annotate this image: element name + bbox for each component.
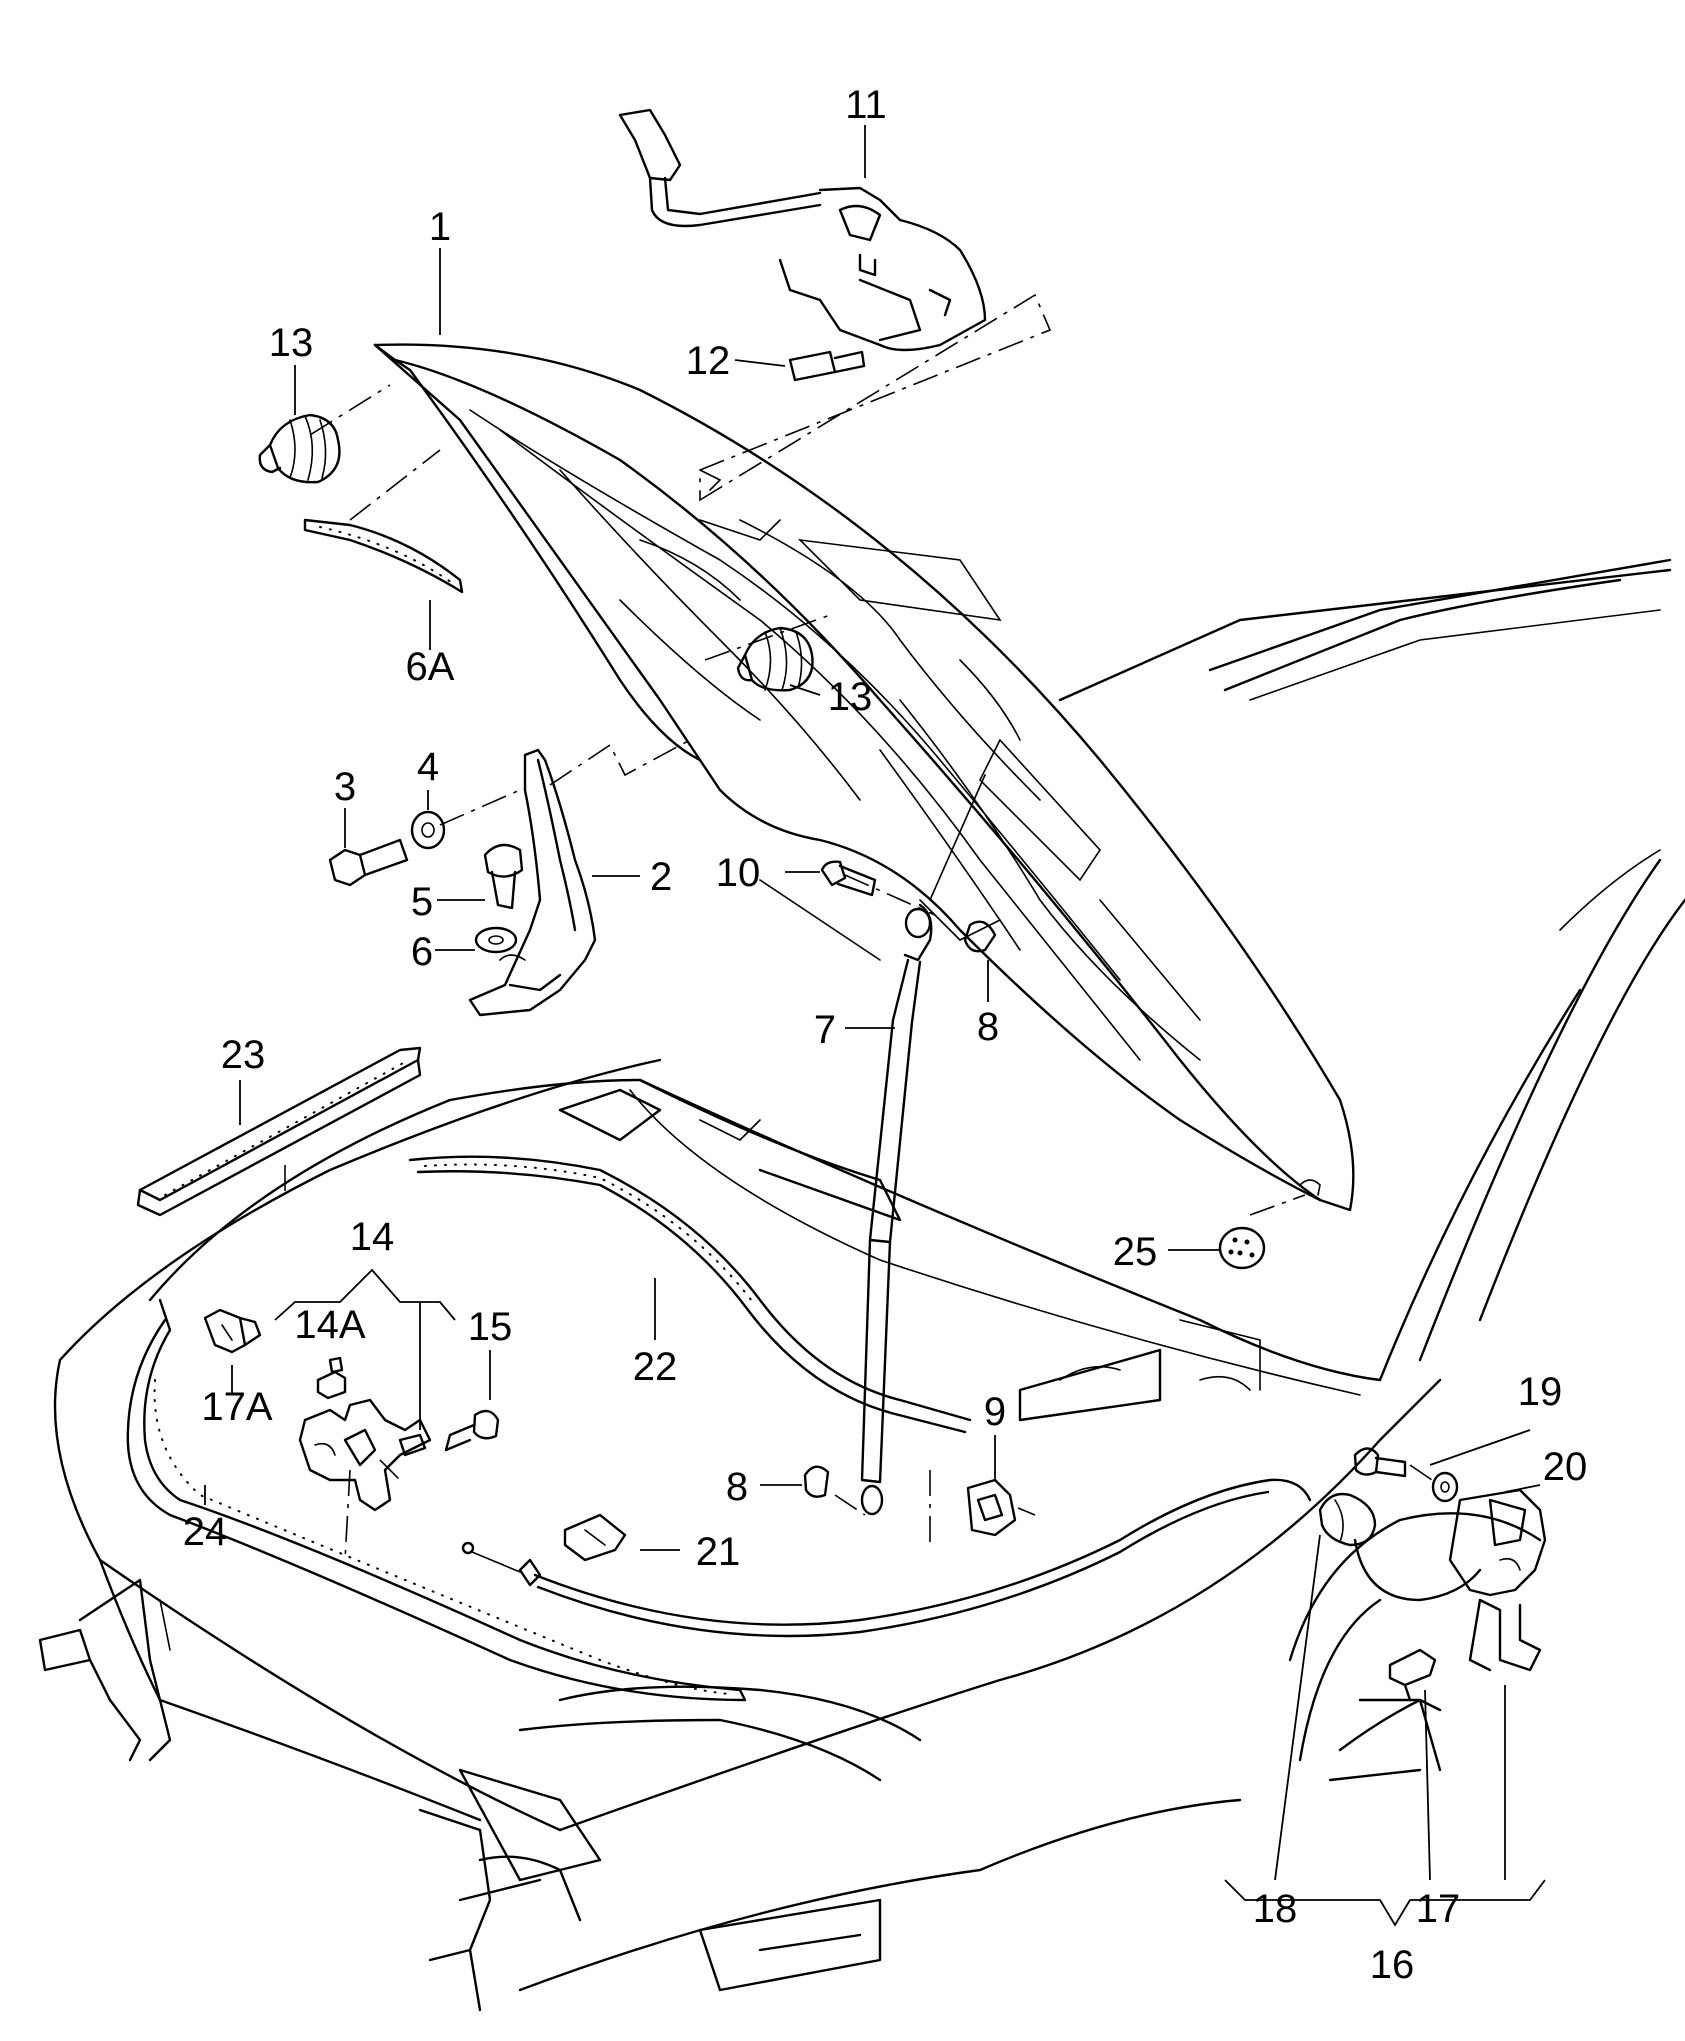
washer-4	[410, 810, 446, 850]
bracket-17	[1388, 1648, 1437, 1702]
hood-rear-corner	[1299, 1179, 1321, 1196]
callout-labels: 11 1 13 12 6A 13 4 3 2 5 10 6 7 8 23 25 …	[183, 83, 1588, 1987]
callout-2: 2	[650, 855, 672, 899]
clip-8-upper	[963, 920, 997, 953]
bolt-15	[444, 1409, 500, 1452]
callout-9: 9	[984, 1390, 1006, 1434]
lock-16	[1448, 1488, 1547, 1672]
callout-4: 4	[417, 745, 439, 789]
callout-17: 17	[1416, 1887, 1461, 1931]
bracket-9	[966, 1478, 1017, 1537]
callout-8: 8	[726, 1465, 748, 1509]
callout-21: 21	[696, 1530, 741, 1574]
callout-23: 23	[221, 1033, 266, 1077]
cap-25	[1218, 1226, 1266, 1270]
grommet-18	[1318, 1492, 1482, 1602]
bump-stop-13-upper	[258, 413, 341, 484]
callout-1: 1	[429, 205, 451, 249]
callout-12: 12	[686, 339, 731, 383]
hood-panel	[373, 343, 1355, 1212]
callout-25: 25	[1113, 1230, 1158, 1274]
car-body	[38, 558, 1685, 2012]
bolt-19	[1353, 1447, 1407, 1478]
clip-21	[563, 1513, 627, 1562]
callout-19: 19	[1518, 1370, 1563, 1414]
bolt-3	[328, 838, 409, 887]
hood-hinge-2	[468, 748, 597, 1017]
callout-6: 6	[411, 930, 433, 974]
bolt-10	[820, 860, 877, 897]
bolt-12	[788, 350, 866, 382]
callout-3: 3	[334, 765, 356, 809]
bolt-5	[483, 843, 524, 910]
callout-22: 22	[633, 1345, 678, 1389]
callout-14a: 14A	[294, 1303, 365, 1347]
callout-18: 18	[1253, 1887, 1298, 1931]
callout-20: 20	[1543, 1445, 1588, 1489]
callout-13: 13	[269, 321, 314, 365]
washer-20	[1431, 1471, 1459, 1503]
callout-11: 11	[845, 83, 887, 127]
leader-lines	[204, 125, 1546, 1927]
callout-14: 14	[350, 1215, 395, 1259]
callout-8: 8	[977, 1005, 999, 1049]
seal-24	[126, 1298, 747, 1702]
latch-14	[298, 1398, 432, 1512]
callout-24: 24	[183, 1510, 228, 1554]
gas-strut-7	[860, 774, 986, 1516]
callout-15: 15	[468, 1305, 513, 1349]
hood-seal-6a	[303, 518, 464, 594]
callout-10: 10	[716, 851, 761, 895]
callout-16: 16	[1370, 1943, 1415, 1987]
bump-stop-13-lower	[736, 626, 814, 692]
seal-23	[136, 1046, 422, 1217]
callout-7: 7	[814, 1008, 836, 1052]
seal-22	[408, 1155, 972, 1434]
callout-6a: 6A	[406, 645, 455, 689]
hood-release-handle	[618, 108, 987, 352]
release-cable	[461, 1478, 1312, 1638]
latch-part-14a	[316, 1356, 347, 1400]
washer-6	[474, 926, 518, 954]
bracket-17a	[203, 1308, 262, 1354]
callout-13: 13	[828, 675, 873, 719]
clip-8-lower	[803, 1465, 830, 1498]
callout-5: 5	[411, 880, 433, 924]
callout-17a: 17A	[201, 1385, 272, 1429]
